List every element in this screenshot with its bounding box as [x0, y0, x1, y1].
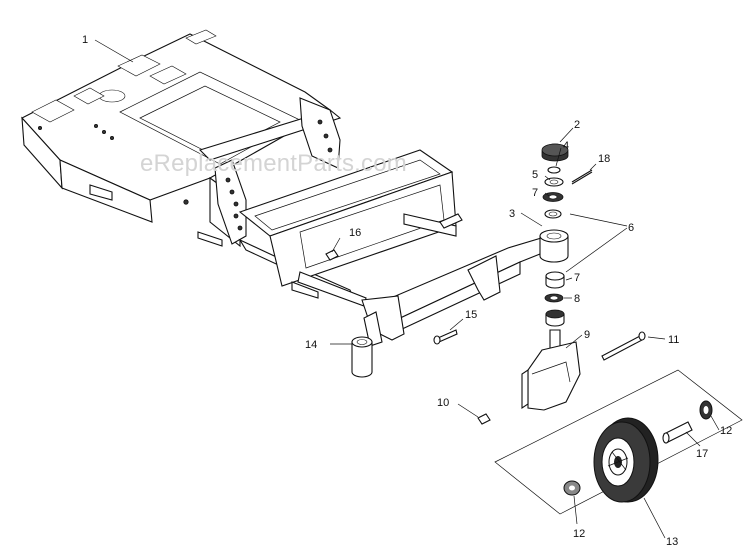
- front-axle-beam: [361, 235, 562, 347]
- assembly-plane: [494, 369, 743, 515]
- callout-16: 16: [349, 227, 361, 239]
- callout-12-right: 12: [720, 425, 732, 437]
- wheel: [593, 417, 659, 503]
- callout-8: 8: [574, 293, 580, 305]
- callout-9: 9: [584, 329, 590, 341]
- main-frame: [21, 29, 463, 307]
- callout-6: 6: [628, 222, 634, 234]
- callout-7-upper: 7: [532, 187, 538, 199]
- pivot-bolt: [433, 329, 458, 345]
- wheel-washer-left: [563, 480, 581, 496]
- frame-holes: [38, 119, 333, 231]
- callout-17: 17: [696, 448, 708, 460]
- callout-13: 13: [666, 536, 678, 548]
- washers-upper: [542, 166, 564, 219]
- pivot-nut: [325, 249, 339, 261]
- dust-cap: [541, 143, 569, 162]
- cotter-pin: [571, 169, 593, 185]
- callouts: 1 2 3 4 5 6 7 7 8 9 10 11 12 12 13 14 15…: [82, 34, 732, 548]
- watermark-text: eReplacementParts.com: [140, 150, 407, 177]
- leader-lines: [94, 39, 720, 539]
- callout-7-lower: 7: [574, 272, 580, 284]
- callout-3: 3: [509, 208, 515, 220]
- callout-11: 11: [668, 334, 679, 346]
- pivot-tube: [351, 336, 373, 378]
- callout-12-left: 12: [573, 528, 585, 540]
- callout-5: 5: [532, 169, 538, 181]
- callout-15: 15: [465, 309, 477, 321]
- callout-2: 2: [574, 119, 580, 131]
- axle-bolt: [601, 331, 646, 361]
- callout-1: 1: [82, 34, 88, 46]
- callout-14: 14: [305, 339, 317, 351]
- caster-fork: [521, 329, 581, 411]
- wheel-washer-right: [699, 400, 713, 420]
- caster-housing: [539, 229, 569, 263]
- spacer-tube: [662, 421, 693, 444]
- lock-nut: [477, 413, 491, 425]
- callout-4: 4: [563, 140, 569, 152]
- callout-10: 10: [437, 397, 449, 409]
- callout-18: 18: [598, 153, 610, 165]
- bearings-lower: [544, 271, 565, 327]
